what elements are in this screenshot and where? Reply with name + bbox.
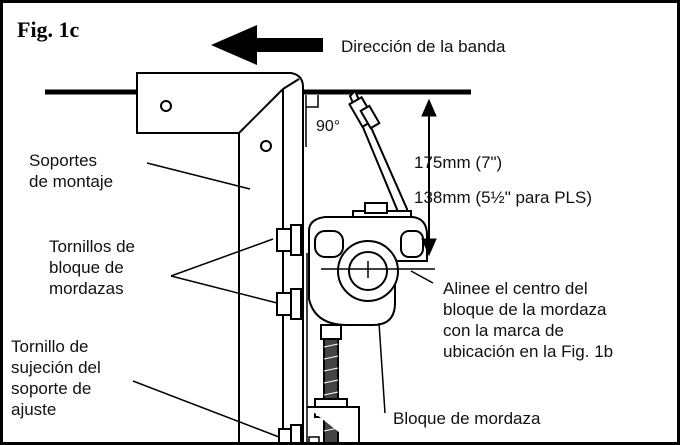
direction-arrow bbox=[211, 25, 323, 65]
belt-direction-label: Dirección de la banda bbox=[341, 37, 506, 56]
bracket-bolts bbox=[276, 224, 302, 442]
dimension-arrow bbox=[421, 98, 437, 257]
mounting-bracket bbox=[136, 72, 304, 442]
dimension-label-2: 138mm (5½" para PLS) bbox=[414, 188, 593, 207]
tensioner-arm bbox=[348, 89, 408, 220]
angle-label: 90° bbox=[316, 118, 341, 135]
right-angle-mark bbox=[305, 95, 319, 147]
adjust-rod bbox=[307, 324, 360, 442]
mounting-diagram bbox=[45, 25, 471, 442]
adjust-bracket-bolt-label: Tornillo de sujeción del soporte de ajus… bbox=[11, 337, 101, 419]
alignment-note: Alinee el centro del bloque de la mordaz… bbox=[443, 279, 614, 361]
guide-marks bbox=[306, 253, 320, 442]
leader-lines bbox=[132, 162, 434, 438]
mounting-brackets-label: Soportes de montaje bbox=[29, 151, 114, 191]
figure-title: Fig. 1c bbox=[17, 17, 80, 42]
dimension-label-1: 175mm (7") bbox=[414, 153, 503, 172]
clamp-block-bolts-label: Tornillos de bloque de mordazas bbox=[49, 237, 135, 298]
clamp-block-label: Bloque de mordaza bbox=[393, 409, 541, 428]
